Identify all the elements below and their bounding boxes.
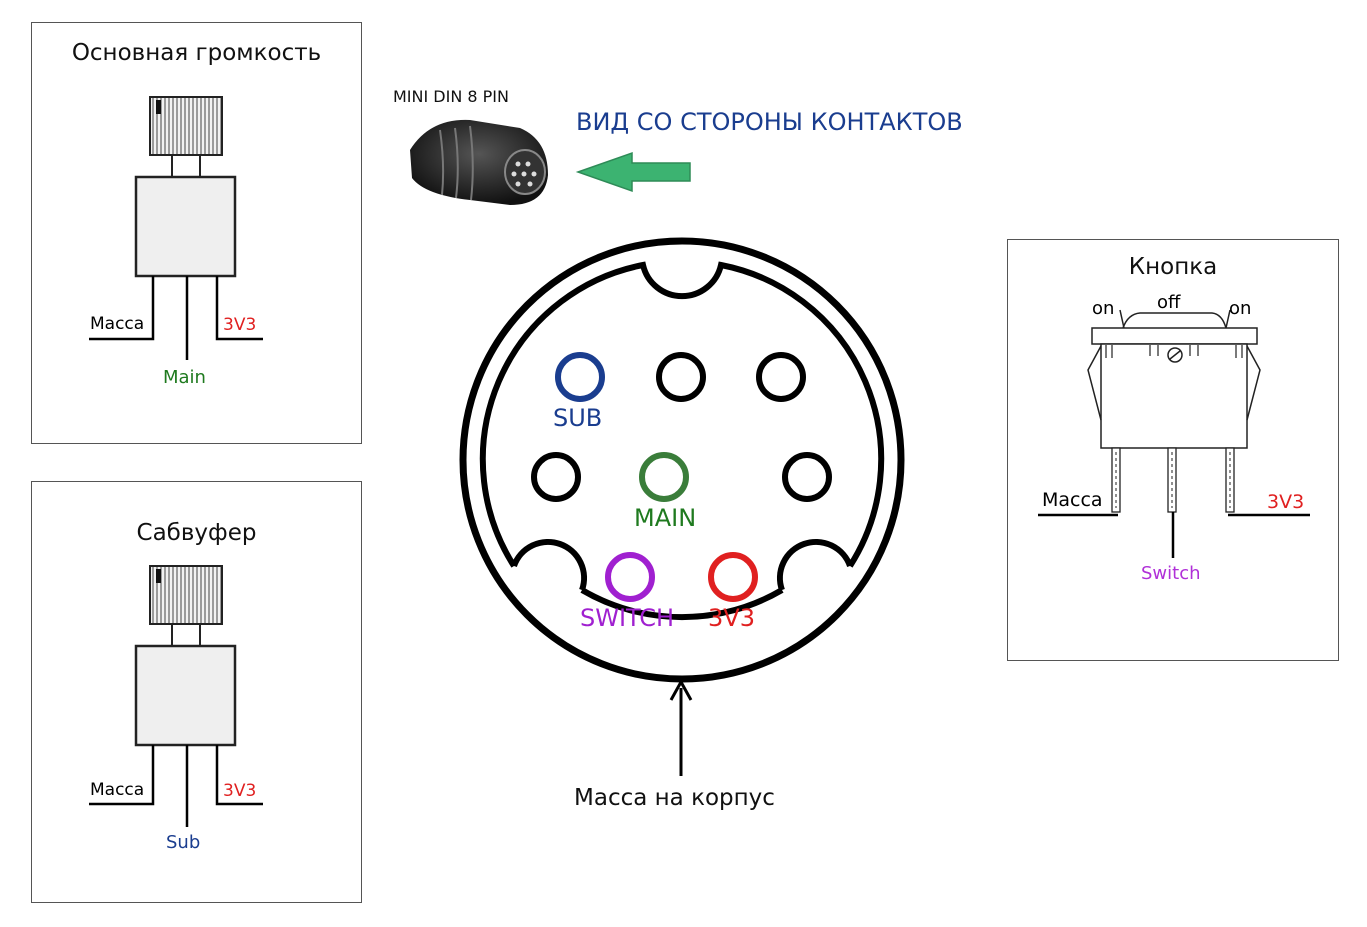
pin-middle-left <box>531 452 581 502</box>
mini-din-plug-image <box>410 119 548 205</box>
pin-top-right <box>756 352 806 402</box>
pin-main <box>639 452 689 502</box>
button-on-right-label: on <box>1229 298 1252 319</box>
view-direction-arrow-icon <box>575 151 691 193</box>
connector-shell-upper <box>479 261 885 568</box>
button-left-label: Масса <box>1042 489 1103 511</box>
connector-type-label: MINI DIN 8 PIN <box>393 87 509 106</box>
button-on-left-label: on <box>1092 298 1115 319</box>
button-right-label: 3V3 <box>1267 491 1305 513</box>
rocker-switch <box>1038 309 1310 558</box>
pin-switch <box>605 552 655 602</box>
view-side-label: ВИД СО СТОРОНЫ КОНТАКТОВ <box>576 108 963 136</box>
pin-top-middle <box>656 352 706 402</box>
pin-main-label: MAIN <box>634 504 697 532</box>
potentiometer-main <box>89 96 263 360</box>
ground-arrow-icon <box>669 678 693 776</box>
subwoofer-left-label: Масса <box>90 780 145 800</box>
pin-3v3-label: 3V3 <box>708 604 755 632</box>
main-volume-left-label: Масса <box>90 314 145 334</box>
potentiometer-sub <box>89 565 263 827</box>
button-off-label: off <box>1157 292 1181 313</box>
subwoofer-center-label: Sub <box>166 832 201 853</box>
ground-label: Масса на корпус <box>574 785 775 811</box>
main-volume-center-label: Main <box>163 367 206 388</box>
subwoofer-title: Сабвуфер <box>136 520 257 546</box>
button-title: Кнопка <box>1128 254 1218 280</box>
pin-sub <box>555 352 605 402</box>
main-volume-title: Основная громкость <box>71 40 322 66</box>
button-center-label: Switch <box>1141 563 1201 584</box>
pin-sub-label: SUB <box>553 404 603 432</box>
subwoofer-right-label: 3V3 <box>223 781 257 801</box>
main-volume-right-label: 3V3 <box>223 315 257 335</box>
connector-face <box>459 237 905 683</box>
pin-3v3 <box>708 552 758 602</box>
pin-middle-right <box>782 452 832 502</box>
pin-switch-label: SWITCH <box>580 604 675 632</box>
